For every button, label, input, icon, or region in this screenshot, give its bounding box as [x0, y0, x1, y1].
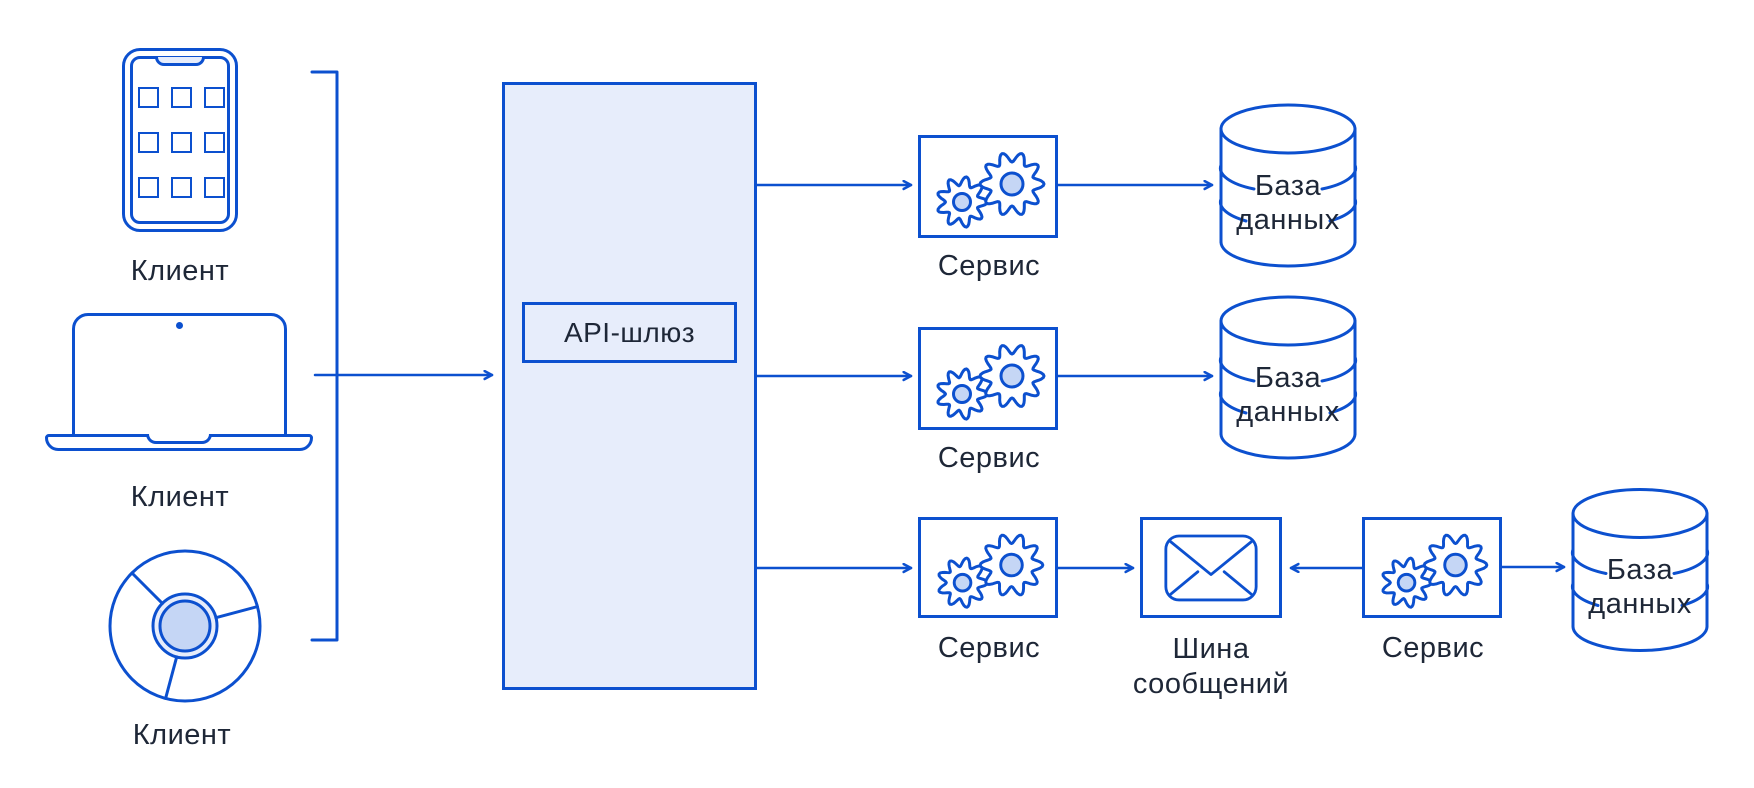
gears-icon	[936, 152, 1046, 229]
database-label-line1: База	[1254, 362, 1322, 394]
client-label: Клиент	[130, 481, 230, 513]
message-bus-box	[1140, 517, 1282, 618]
client-laptop-icon	[45, 313, 315, 455]
service-box	[918, 517, 1058, 618]
database-label-line1: База	[1606, 554, 1674, 586]
api-gateway-label: API-шлюз	[563, 316, 696, 348]
phone-notch	[155, 57, 205, 66]
gears-icon	[1381, 533, 1489, 609]
api-gateway-panel: API-шлюз	[502, 82, 757, 690]
phone-app-grid	[138, 87, 225, 198]
client-browser-icon	[108, 549, 262, 703]
database-label-line1: База	[1254, 170, 1322, 202]
service-label: Сервис	[937, 442, 1041, 474]
service-label: Сервис	[937, 632, 1041, 664]
database-label: База данных	[1218, 169, 1358, 237]
laptop-camera-dot	[176, 322, 183, 329]
database-icon: База данных	[1570, 487, 1710, 653]
database-label-line2: данных	[1236, 204, 1340, 236]
database-label-line2: данных	[1588, 588, 1692, 620]
client-mobile-icon	[122, 48, 238, 232]
client-label: Клиент	[130, 255, 230, 287]
api-gateway-box: API-шлюз	[522, 302, 737, 363]
clients-bracket	[310, 70, 339, 642]
database-label: База данных	[1218, 361, 1358, 429]
gears-icon	[936, 344, 1046, 421]
message-bus-label: Шина сообщений	[1111, 632, 1311, 702]
envelope-icon	[1164, 534, 1258, 602]
service-box	[1362, 517, 1502, 618]
message-bus-label-line1: Шина	[1172, 633, 1250, 665]
database-icon: База данных	[1218, 295, 1358, 460]
service-label: Сервис	[937, 250, 1041, 282]
gears-icon	[937, 533, 1045, 609]
service-label: Сервис	[1381, 632, 1485, 664]
laptop-base-notch	[146, 434, 212, 444]
laptop-lid	[72, 313, 287, 437]
database-label-line2: данных	[1236, 396, 1340, 428]
message-bus-label-line2: сообщений	[1132, 668, 1290, 700]
database-label: База данных	[1570, 553, 1710, 621]
service-box	[918, 327, 1058, 430]
client-label: Клиент	[132, 719, 232, 751]
service-box	[918, 135, 1058, 238]
database-icon: База данных	[1218, 103, 1358, 268]
